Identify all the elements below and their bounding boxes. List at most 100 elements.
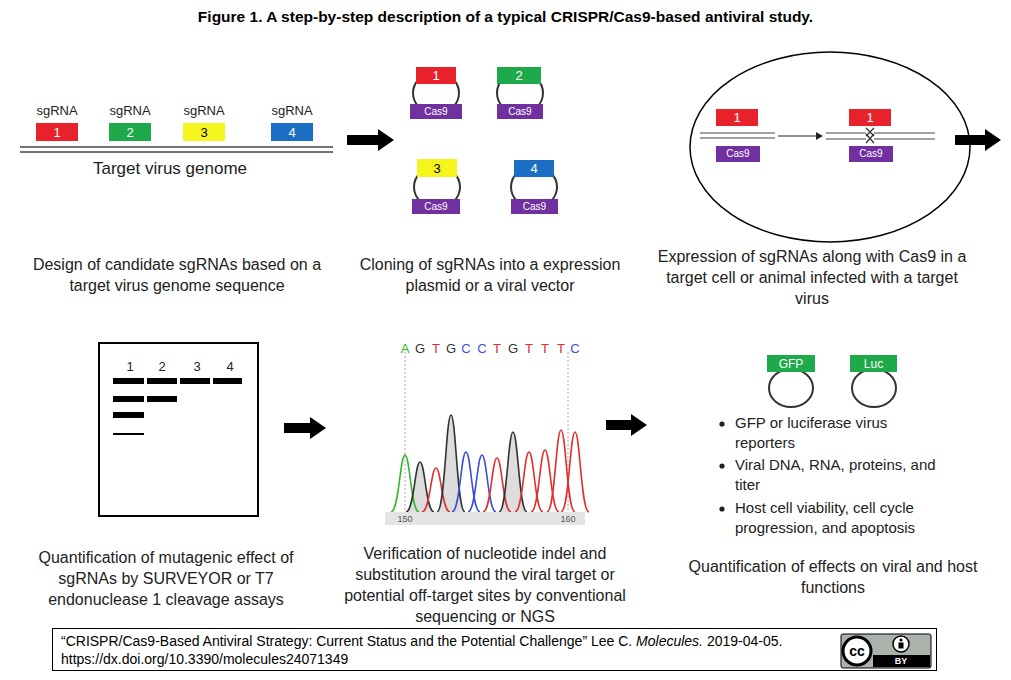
box-label: 3 (433, 162, 440, 175)
sgrna-box: 1 (416, 67, 456, 84)
dna-strand (826, 138, 866, 139)
base-letter: T (490, 340, 504, 357)
genome-label: Target virus genome (60, 158, 280, 180)
peak (547, 430, 575, 512)
bullet-dot (719, 421, 724, 426)
gel-band (113, 396, 144, 402)
peak (406, 462, 434, 512)
gel-band (113, 433, 144, 435)
sgrna-box: 4 (514, 160, 554, 177)
license-cc: cc (843, 642, 871, 660)
cas9-box: Cas9 (412, 199, 460, 214)
bullet-dot (719, 463, 724, 468)
base-letter: G (413, 340, 427, 357)
by-circle (893, 636, 909, 652)
sgrna-box: 4 (271, 123, 313, 141)
peak-fill (437, 415, 465, 512)
box-label: 4 (530, 162, 537, 175)
by-person-head (899, 638, 902, 641)
step-arrow (606, 414, 647, 436)
sgrna-heading: sgRNA (24, 103, 90, 119)
reporter-box: Luc (850, 355, 897, 372)
box-label: Luc (864, 358, 883, 370)
citation-text: “CRISPR/Cas9-Based Antiviral Strategy: C… (61, 632, 831, 668)
lane-number: 4 (220, 359, 240, 374)
peak (561, 432, 589, 512)
chromatogram-trace (391, 415, 589, 512)
sgrna-number: 1 (53, 125, 60, 140)
cas9-box: Cas9 (497, 104, 543, 119)
box-label: 1 (432, 69, 439, 82)
box-label: Cas9 (859, 149, 882, 159)
gel-band (213, 378, 242, 384)
title-text: Figure 1. A step-by-step description of … (198, 8, 813, 25)
cas9-box: Cas9 (716, 146, 760, 162)
cleavage-mark (866, 128, 874, 143)
sgrna-number: 2 (126, 125, 133, 140)
peak (437, 415, 465, 512)
position-axis (385, 512, 585, 525)
sgrna-heading: sgRNA (97, 103, 163, 119)
dna-strand (826, 132, 866, 133)
sgrna-label: sgRNA (36, 103, 77, 118)
peak (422, 468, 450, 512)
sgrna-node: sgRNA 1 (24, 103, 90, 141)
position-number: 150 (393, 513, 417, 525)
process-arrow-head (816, 132, 823, 140)
sgrna-box: 3 (183, 123, 225, 141)
sgrna-box: 1 (716, 109, 758, 126)
peak (483, 458, 511, 512)
genome-strand (20, 146, 333, 148)
plasmid-ring (852, 369, 896, 407)
citation-box: “CRISPR/Cas9-Based Antiviral Strategy: C… (52, 628, 937, 671)
bullet-text: Viral DNA, RNA, proteins, and titer (735, 455, 950, 495)
genome-strand (20, 151, 333, 153)
base-letter: G (444, 340, 458, 357)
gel-box: 1234 (98, 342, 259, 517)
step-arrow (347, 129, 394, 151)
cell-outline (690, 52, 970, 242)
license-band (873, 655, 930, 667)
step-arrow (955, 129, 1001, 151)
gel-band (113, 412, 144, 418)
citation-part: “CRISPR/Cas9-Based Antiviral Strategy: C… (61, 633, 632, 649)
sgrna-box: 3 (417, 159, 457, 177)
box-label: Cas9 (726, 149, 749, 159)
gel-band (180, 378, 210, 384)
base-letter: C (475, 340, 489, 357)
cas9-box: Cas9 (849, 146, 893, 162)
box-label: 2 (515, 69, 522, 82)
base-letter: G (506, 340, 520, 357)
box-label: Cas9 (424, 202, 447, 212)
bullet-text: GFP or luciferase virus reporters (735, 413, 950, 453)
base-letter: T (538, 340, 552, 357)
license-badge (841, 634, 931, 668)
position-number: 160 (556, 513, 580, 525)
sgrna-label: sgRNA (109, 103, 150, 118)
sgrna-box: 2 (109, 123, 151, 141)
license-by: BY (887, 655, 915, 667)
sgrna-node: sgRNA4 (259, 103, 325, 141)
gel-band (147, 396, 177, 402)
peak (499, 432, 527, 512)
box-label: 1 (866, 111, 873, 124)
base-letter: T (429, 340, 443, 357)
dna-strand (700, 137, 775, 138)
bullet-dot (719, 506, 724, 511)
cas9-box: Cas9 (511, 199, 558, 214)
cas9-box: Cas9 (410, 104, 462, 119)
citation-part: Molecules. (636, 633, 703, 649)
by-person-body (899, 643, 904, 649)
base-letter: C (568, 340, 582, 357)
figure-title: Figure 1. A step-by-step description of … (0, 8, 1011, 26)
reporter-box: GFP (767, 355, 815, 372)
dna-strand (874, 132, 935, 133)
step-arrow (284, 417, 326, 439)
sgrna-box: 1 (36, 123, 78, 141)
step-caption: Cloning of sgRNAs into a expression plas… (359, 254, 621, 296)
lane-number: 1 (120, 359, 140, 374)
peak-fill (499, 432, 527, 512)
process-arrow (778, 135, 816, 136)
peak-fill (406, 462, 434, 512)
